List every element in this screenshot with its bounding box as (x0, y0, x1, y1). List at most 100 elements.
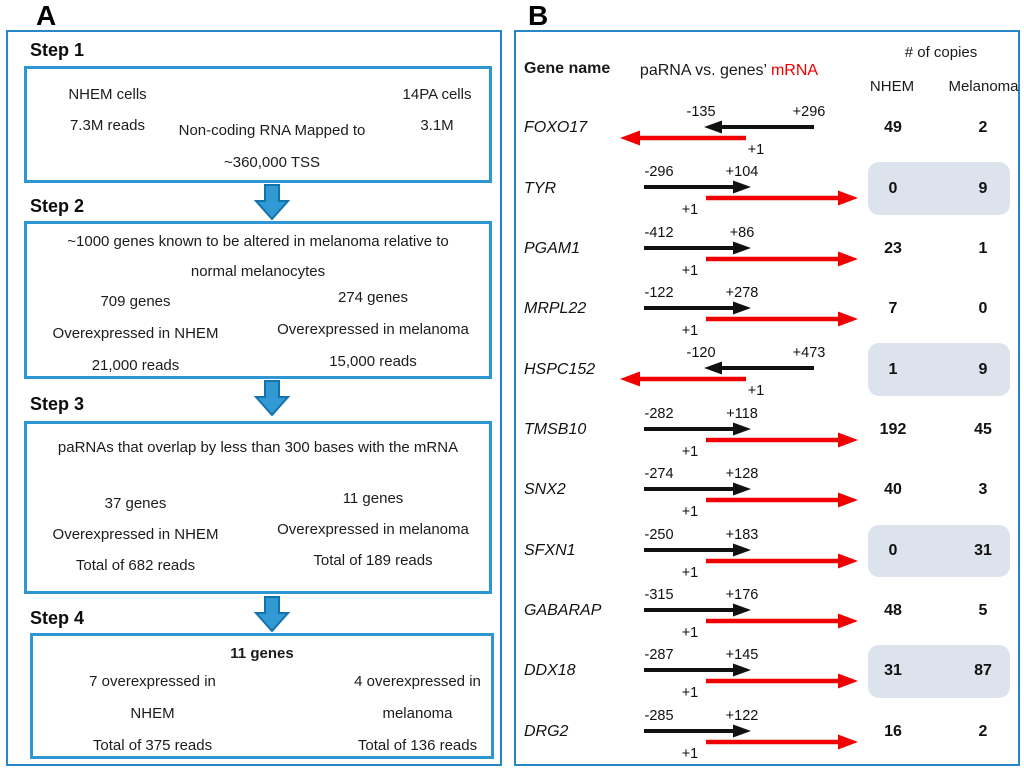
copies-highlight (868, 524, 1010, 577)
parna-arrowhead (733, 663, 751, 677)
melanoma-copy-count: 31 (974, 541, 992, 559)
downstream-position-label: +278 (726, 285, 759, 301)
downstream-position-label: +86 (730, 225, 755, 241)
parna-arrowhead (704, 361, 722, 375)
copies-highlight (868, 162, 1010, 215)
upstream-position-label: -282 (644, 406, 673, 422)
nhem-copy-count: 49 (884, 119, 902, 137)
step1-center-text: Non-coding RNA Mapped to ~360,000 TSS (178, 122, 366, 171)
step1-title: Step 1 (30, 40, 85, 60)
mrna-arrowhead (838, 311, 858, 327)
step3-right-column: 11 genes Overexpressed in melanoma Total… (277, 490, 469, 569)
downstream-position-label: +128 (726, 466, 759, 482)
downstream-position-label: +145 (726, 647, 759, 663)
parna-arrowhead (733, 301, 751, 315)
melanoma-copy-count: 2 (978, 119, 988, 137)
step2-box: ~1000 genes known to be altered in melan… (24, 221, 492, 379)
nhem-column-header: NHEM (869, 78, 915, 95)
downstream-position-label: +176 (726, 587, 759, 603)
melanoma-copy-count: 1 (978, 239, 988, 257)
step2-left-column: 709 genes Overexpressed in NHEM 21,000 r… (52, 293, 219, 374)
downstream-position-label: +118 (726, 406, 758, 422)
tss-plus1-label: +1 (682, 323, 699, 337)
melanoma-copy-count: 0 (978, 300, 988, 318)
diagram-header-prefix: paRNA vs. genes’ (639, 62, 771, 79)
step4-box: 11 genes 7 overexpressed in NHEM Total o… (30, 633, 494, 759)
melanoma-copy-count: 5 (978, 602, 988, 620)
parna-mrna-arrow-diagram: -135+296+1 (620, 104, 825, 156)
parna-mrna-arrow-diagram: -274 +128 +1 (644, 466, 858, 518)
gene-name: DDX18 (524, 662, 576, 680)
downstream-position-label: +473 (793, 345, 826, 361)
step1-left-text: NHEM cells 7.3M reads (68, 86, 147, 134)
gene-name: MRPL22 (524, 300, 587, 318)
gene-name: DRG2 (524, 722, 569, 740)
copies-header: # of copies (904, 44, 978, 61)
panel-b: Gene name paRNA vs. genes’ mRNA # of cop… (514, 30, 1020, 766)
tss-plus1-label: +1 (748, 142, 765, 156)
step4-header: 11 genes (230, 645, 294, 662)
parna-mrna-arrow-diagram: -285+122+1 (644, 708, 858, 760)
step3-header: paRNAs that overlap by less than 300 bas… (57, 439, 459, 456)
nhem-copy-count: 192 (879, 420, 907, 438)
parna-mrna-arrow-diagram: -315+176+1 (644, 587, 858, 639)
step3-left-column: 37 genes Overexpressed in NHEM Total of … (52, 495, 219, 574)
mrna-arrowhead (838, 553, 858, 569)
parna-mrna-arrow-diagram: -250 +183 +1 (644, 527, 858, 579)
upstream-position-label: -287 (644, 647, 673, 663)
parna-arrowhead (733, 180, 751, 194)
tss-plus1-label: +1 (682, 504, 699, 518)
gene-name: TYR (524, 179, 556, 197)
tss-plus1-label: +1 (682, 565, 699, 579)
gene-name-header: Gene name (524, 60, 611, 77)
downstream-position-label: +183 (726, 527, 759, 543)
tss-plus1-label: +1 (682, 263, 699, 277)
gene-name: TMSB10 (524, 420, 587, 438)
parna-arrowhead (733, 241, 751, 255)
step2-right-column: 274 genes Overexpressed in melanoma 15,0… (277, 289, 469, 370)
upstream-position-label: -296 (644, 164, 673, 180)
mrna-arrowhead (620, 130, 640, 146)
parna-mrna-arrow-diagram: -282+118+1 (644, 406, 858, 458)
copies-highlight (868, 343, 1010, 396)
panel-b-label: B (528, 0, 549, 31)
melanoma-copy-count: 2 (978, 722, 988, 740)
panel-a: Step 1 NHEM cells 7.3M reads 14PA cells … (6, 30, 502, 766)
gene-name: HSPC152 (524, 360, 596, 378)
gene-row: MRPL22 -122 +278 +1 7 0 (516, 279, 1018, 339)
gene-name: GABARAP (524, 602, 602, 620)
tss-plus1-label: +1 (682, 685, 699, 699)
melanoma-copy-count: 9 (978, 360, 988, 378)
step1-right-text: 14PA cells 3.1M (402, 86, 472, 134)
diagram-header-mrna: mRNA (770, 62, 819, 79)
upstream-position-label: -285 (644, 708, 673, 724)
step3-box: paRNAs that overlap by less than 300 bas… (24, 421, 492, 594)
parna-mrna-arrow-diagram: -296+104+1 (644, 164, 858, 216)
upstream-position-label: -122 (644, 285, 673, 301)
parna-mrna-arrow-diagram: -120+473+1 (620, 345, 826, 397)
tss-plus1-label: +1 (682, 202, 699, 216)
upstream-position-label: -315 (644, 587, 673, 603)
mrna-arrowhead (838, 492, 858, 508)
upstream-position-label: -274 (644, 466, 673, 482)
step2-title: Step 2 (30, 196, 85, 216)
step3-title: Step 3 (30, 394, 85, 414)
melanoma-copy-count: 9 (978, 179, 988, 197)
tss-plus1-label: +1 (748, 383, 765, 397)
nhem-copy-count: 40 (884, 481, 902, 499)
nhem-copy-count: 0 (888, 541, 898, 559)
nhem-copy-count: 7 (888, 300, 898, 318)
melanoma-copy-count: 3 (978, 481, 988, 499)
upstream-position-label: -250 (644, 527, 673, 543)
gene-name: FOXO17 (524, 119, 588, 137)
mrna-arrowhead (838, 734, 858, 750)
mrna-arrowhead (620, 371, 640, 387)
step4-right-column: 4 overexpressed in melanoma Total of 136… (354, 673, 481, 754)
down-arrow-icon (253, 184, 291, 220)
diagram-header: paRNA vs. genes’ mRNA (624, 62, 834, 80)
